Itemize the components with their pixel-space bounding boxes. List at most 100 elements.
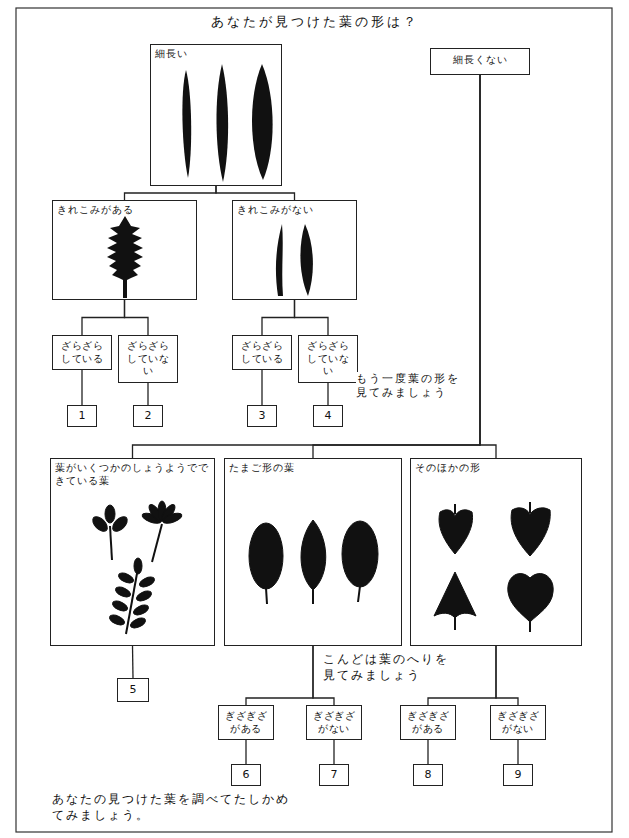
- connector-line: [427, 740, 428, 764]
- leaflet: [138, 575, 156, 589]
- leaf-stem: [358, 586, 360, 602]
- node-text: ざらざらしている: [233, 337, 291, 368]
- question-box: きれこみがある: [52, 200, 197, 300]
- leaf-silhouette: [342, 521, 378, 587]
- choice-box: ぎざぎざがある: [400, 705, 456, 740]
- node-text: 5: [128, 681, 139, 699]
- leaf-silhouette: [434, 572, 476, 618]
- result-number: 3: [247, 405, 277, 427]
- connector-line: [327, 383, 328, 405]
- connector-line: [133, 75, 481, 458]
- connector-line: [216, 186, 295, 200]
- leaflet: [135, 589, 153, 603]
- leaf-silhouette: [252, 64, 273, 180]
- leaf-silhouette: [182, 70, 191, 178]
- connector-line: [82, 300, 125, 335]
- node-text: 3: [257, 407, 268, 425]
- leaf-silhouette: [301, 520, 326, 590]
- leaf-stem: [266, 588, 267, 604]
- node-text: きれこみがない: [233, 201, 356, 220]
- long-leaves: [182, 64, 272, 182]
- node-text: ざらざらしていない: [299, 337, 357, 381]
- leaflet: [134, 558, 142, 574]
- caption: あなたの見つけた葉を調べてたしかめてみましょう。: [52, 792, 302, 823]
- instruction-note: こんどは葉のへりを見てみましょう: [323, 652, 455, 683]
- node-text: 2: [143, 407, 154, 425]
- node-text: 8: [423, 766, 434, 784]
- node-text: 細長くない: [431, 49, 529, 72]
- connector-line: [261, 370, 262, 405]
- leaf-silhouette: [216, 64, 228, 182]
- node-text: 7: [329, 766, 340, 784]
- instruction-note: もう一度葉の形を見てみましょう: [356, 372, 468, 401]
- choice-box: ざらざらしている: [232, 335, 292, 370]
- leaflet: [129, 616, 147, 630]
- node-text: ぎざぎざがある: [401, 707, 455, 738]
- leaflet: [105, 505, 115, 523]
- choice-box: ぎざぎざがない: [490, 705, 546, 740]
- result-number: 1: [67, 405, 97, 427]
- connector-line: [125, 186, 217, 200]
- leaflet: [110, 514, 130, 534]
- question-box: 細長くない: [430, 48, 530, 75]
- node-text: ざらざらしていない: [119, 337, 177, 381]
- choice-box: ざらざらしていない: [298, 335, 358, 383]
- leaf-stem: [529, 620, 531, 632]
- leaf-stem: [529, 502, 531, 513]
- question-box: そのほかの形: [410, 458, 582, 646]
- leaflet: [162, 511, 184, 525]
- result-number: 2: [133, 405, 163, 427]
- connector-line: [313, 75, 480, 458]
- result-number: 6: [231, 764, 261, 786]
- node-text: ぎざぎざがある: [219, 707, 273, 738]
- connector-line: [125, 300, 149, 335]
- leaf-silhouette: [511, 508, 550, 556]
- connector-line: [517, 740, 518, 764]
- leaflet: [108, 613, 126, 627]
- node-text: ざらざらしている: [53, 337, 111, 368]
- result-number: 7: [319, 764, 349, 786]
- connector-line: [262, 300, 295, 335]
- choice-box: ざらざらしていない: [118, 335, 178, 383]
- leaf-silhouette: [508, 574, 553, 622]
- compound-leaves: [90, 501, 183, 634]
- node-text: ぎざぎざがない: [307, 707, 361, 738]
- result-number: 5: [117, 678, 149, 702]
- result-number: 4: [313, 405, 343, 427]
- connector-line: [496, 646, 518, 705]
- leaf-silhouette: [249, 523, 283, 589]
- leaflet: [114, 585, 132, 599]
- node-text: 9: [513, 766, 524, 784]
- title: あなたが見つけた葉の形は？: [60, 14, 570, 31]
- page-frame: [16, 8, 612, 832]
- result-number: 8: [413, 764, 443, 786]
- node-text: 6: [241, 766, 252, 784]
- oval-leaves: [249, 520, 378, 604]
- connector-line: [81, 370, 82, 405]
- leaf-stem: [312, 588, 314, 604]
- leaflet: [132, 603, 150, 617]
- node-text: きれこみがある: [53, 201, 196, 220]
- connector-line: [480, 75, 496, 458]
- leaf-stem: [152, 524, 162, 562]
- leaf-silhouette: [276, 224, 283, 296]
- question-box: 細長い: [150, 44, 282, 186]
- node-text: 4: [323, 407, 334, 425]
- leaf-stem: [454, 504, 456, 514]
- leaf-silhouette: [300, 224, 313, 296]
- node-text: 葉がいくつかのしょうようでできている葉: [51, 459, 214, 490]
- connector-line: [147, 383, 148, 405]
- connector-line: [246, 646, 313, 705]
- node-text: ぎざぎざがない: [491, 707, 545, 738]
- connector-line: [132, 646, 134, 678]
- connector-line: [245, 740, 246, 764]
- result-number: 9: [503, 764, 533, 786]
- question-box: 葉がいくつかのしょうようでできている葉: [50, 458, 215, 646]
- node-text: 細長い: [151, 45, 281, 64]
- choice-box: ぎざぎざがある: [218, 705, 274, 740]
- notched-leaf-silhouette: [107, 216, 143, 298]
- question-box: たまご形の葉: [224, 458, 402, 646]
- choice-box: ぎざぎざがない: [306, 705, 362, 740]
- other-leaves: [434, 502, 553, 632]
